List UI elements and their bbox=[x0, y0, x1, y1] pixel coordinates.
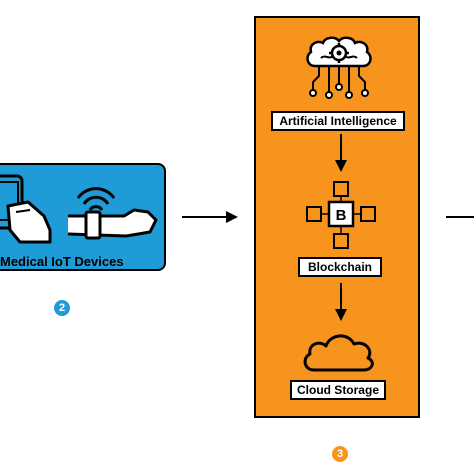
wearable-wristband-wifi-icon bbox=[67, 187, 158, 240]
step-label-cloud: Cloud Storage bbox=[290, 380, 386, 400]
cloud-icon bbox=[303, 334, 374, 372]
smartphone-in-hand-icon bbox=[0, 174, 52, 244]
device-panel-label: Medical IoT Devices bbox=[0, 254, 124, 269]
blockchain-cubes-icon: B bbox=[306, 181, 376, 249]
step-label-ai: Artificial Intelligence bbox=[271, 111, 405, 131]
flow-arrow-right bbox=[182, 211, 238, 223]
flow-arrow-down-2 bbox=[335, 283, 347, 321]
process-step-badge: 3 bbox=[332, 446, 348, 462]
ai-brain-gear-icon bbox=[306, 36, 372, 99]
flow-arrow-right-partial bbox=[446, 216, 474, 218]
step-label-blockchain: Blockchain bbox=[298, 257, 382, 277]
device-step-badge: 2 bbox=[54, 300, 70, 316]
svg-text:B: B bbox=[336, 207, 347, 224]
flow-arrow-down-1 bbox=[335, 134, 347, 172]
